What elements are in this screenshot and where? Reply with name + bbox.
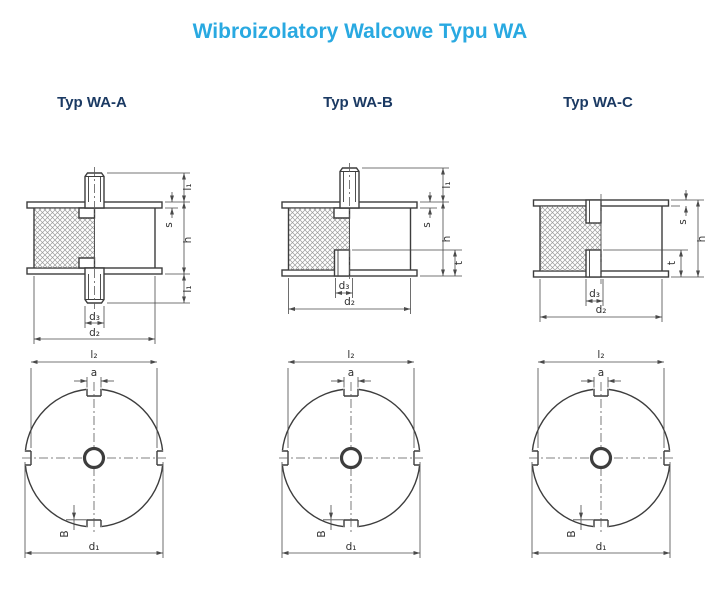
wa-c-dimensions: s h t d₃ d₂ [539, 190, 708, 322]
dim-label-l1-top: l₁ [182, 183, 194, 190]
dim-label-s: s [163, 222, 175, 227]
dim-label-a: a [348, 367, 354, 379]
dim-label-l2: l₂ [90, 349, 97, 361]
wa-a-body [26, 167, 163, 309]
wa-a-side-view: l₁ s h l₁ d₃ d₂ [26, 167, 194, 344]
dim-label-s: s [677, 219, 689, 224]
dim-label-t: t [666, 261, 678, 265]
dim-label-d1: d₁ [346, 541, 357, 553]
type-label-wa-b: Typ WA-B [323, 94, 393, 111]
dim-label-d2: d₂ [344, 296, 355, 308]
page-title: Wibroizolatory Walcowe Typu WA [192, 20, 528, 43]
dim-label-l2: l₂ [347, 349, 354, 361]
dim-label-h: h [182, 237, 194, 244]
dim-label-B: B [566, 530, 578, 537]
wa-a-dimensions: l₁ s h l₁ d₃ d₂ [33, 172, 194, 344]
wa-c-bottom-thread-hole [585, 249, 602, 278]
dim-label-a: a [91, 367, 97, 379]
wa-b-side-view: l₁ s h t d₃ d₂ [281, 163, 465, 314]
wa-b-body [281, 163, 418, 282]
type-label-wa-c: Typ WA-C [563, 94, 633, 111]
dim-label-d2: d₂ [596, 304, 607, 316]
dim-label-h: h [441, 236, 453, 243]
dim-label-d2: d₂ [89, 327, 100, 339]
dim-label-t: t [453, 261, 465, 265]
dim-label-l1-top: l₁ [441, 181, 453, 188]
dim-label-l1-bottom: l₁ [182, 285, 194, 292]
wa-b-bottom-thread-hole [333, 249, 351, 277]
dim-label-l2: l₂ [597, 349, 604, 361]
dim-label-s: s [421, 222, 433, 227]
dim-label-a: a [598, 367, 604, 379]
dim-label-d3: d₃ [589, 288, 600, 300]
dim-label-B: B [316, 530, 328, 537]
wa-b-top-view: l₂ a B d₁ [277, 349, 425, 558]
dim-label-B: B [59, 530, 71, 537]
wa-c-top-thread-hole [585, 199, 602, 224]
dim-label-d3: d₃ [89, 311, 100, 323]
dim-label-d3: d₃ [339, 280, 350, 292]
dim-label-d1: d₁ [596, 541, 607, 553]
wa-a-top-view: l₂ a B d₁ [20, 349, 168, 558]
type-label-wa-a: Typ WA-A [57, 94, 127, 111]
wa-b-dimensions: l₁ s h t d₃ d₂ [288, 167, 465, 314]
wa-c-side-view: s h t d₃ d₂ [532, 190, 708, 322]
dim-label-d1: d₁ [89, 541, 100, 553]
wa-c-top-view: l₂ a B d₁ [527, 349, 675, 558]
dim-label-h: h [696, 236, 708, 243]
wa-c-body [532, 194, 670, 284]
